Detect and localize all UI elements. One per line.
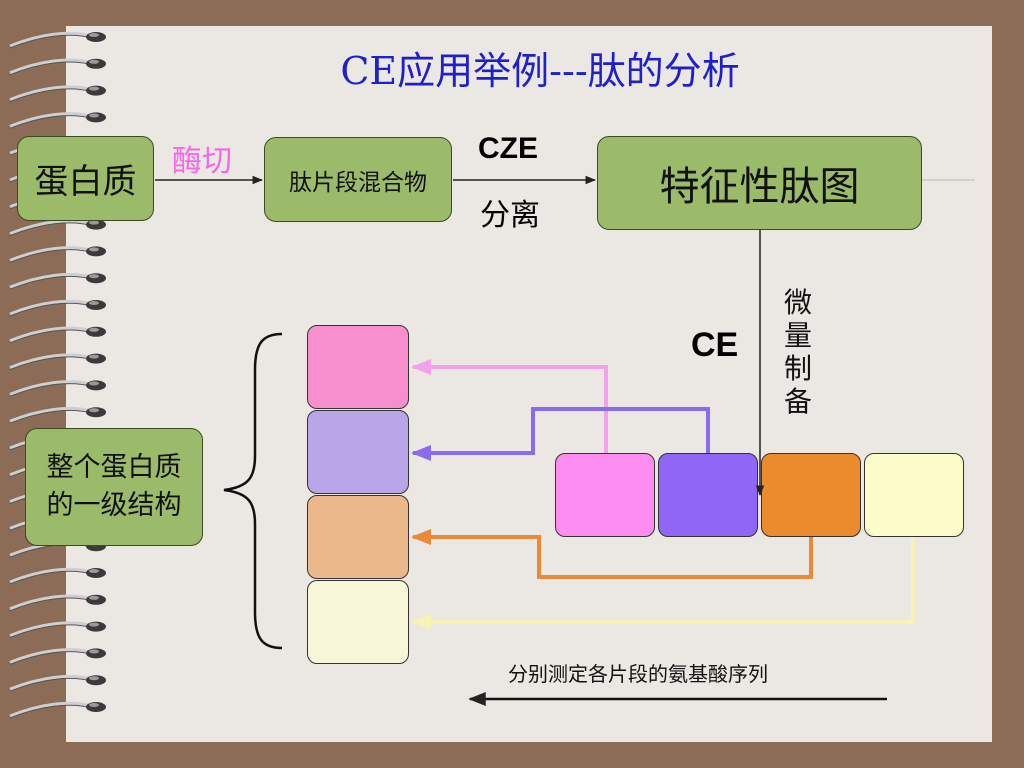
curly-brace [223, 332, 283, 650]
binding-coil [9, 406, 106, 424]
binding-coil [9, 701, 106, 719]
peptide-mixture-box: 肽片段混合物 [264, 137, 452, 222]
separated-fragment-1 [555, 453, 655, 537]
binding-coil [9, 380, 106, 397]
binding-coil [9, 246, 106, 263]
fragment-box-1 [307, 325, 409, 409]
separated-fragment-3 [761, 453, 861, 537]
binding-coil [9, 594, 106, 612]
cze-label: CZE [478, 132, 538, 165]
separated-fragment-4 [864, 453, 964, 537]
protein-box: 蛋白质 [17, 136, 154, 221]
binding-coil [9, 58, 106, 76]
separated-fragment-2 [658, 453, 758, 537]
pink-route-line [411, 359, 608, 453]
protein-label: 蛋白质 [34, 162, 137, 202]
peptide-map-box: 特征性肽图 [597, 136, 922, 230]
yellow-route-line [411, 537, 915, 630]
binding-coil [9, 648, 106, 665]
binding-coil [9, 299, 106, 317]
primary-structure-label: 整个蛋白质的一级结构 [46, 452, 182, 521]
binding-coil [9, 674, 106, 692]
binding-coil [9, 272, 106, 290]
binding-coil [9, 353, 106, 371]
binding-coil [9, 85, 106, 103]
orange-route-line [411, 529, 813, 579]
digest-label: 酶切 [172, 144, 232, 179]
purple-route-line [411, 407, 710, 461]
binding-coil [9, 31, 106, 49]
binding-coil [9, 567, 106, 585]
fragment-box-3 [307, 495, 409, 579]
binding-coil [9, 326, 106, 344]
binding-coil [9, 112, 106, 129]
binding-coil [9, 219, 106, 237]
primary-structure-box: 整个蛋白质的一级结构 [25, 428, 203, 546]
separation-label: 分离 [480, 198, 540, 233]
fragment-box-4 [307, 580, 409, 664]
ce-label: CE [691, 326, 739, 364]
sequencing-label: 分别测定各片段的氨基酸序列 [508, 662, 768, 686]
binding-coil [9, 621, 106, 639]
micro-preparation-label: 微量制备 [783, 286, 812, 418]
page-title: CE应用举例---肽的分析 [340, 49, 740, 93]
peptide-map-label: 特征性肽图 [659, 164, 860, 210]
fragment-box-2 [307, 410, 409, 494]
peptide-mixture-label: 肽片段混合物 [289, 169, 427, 196]
